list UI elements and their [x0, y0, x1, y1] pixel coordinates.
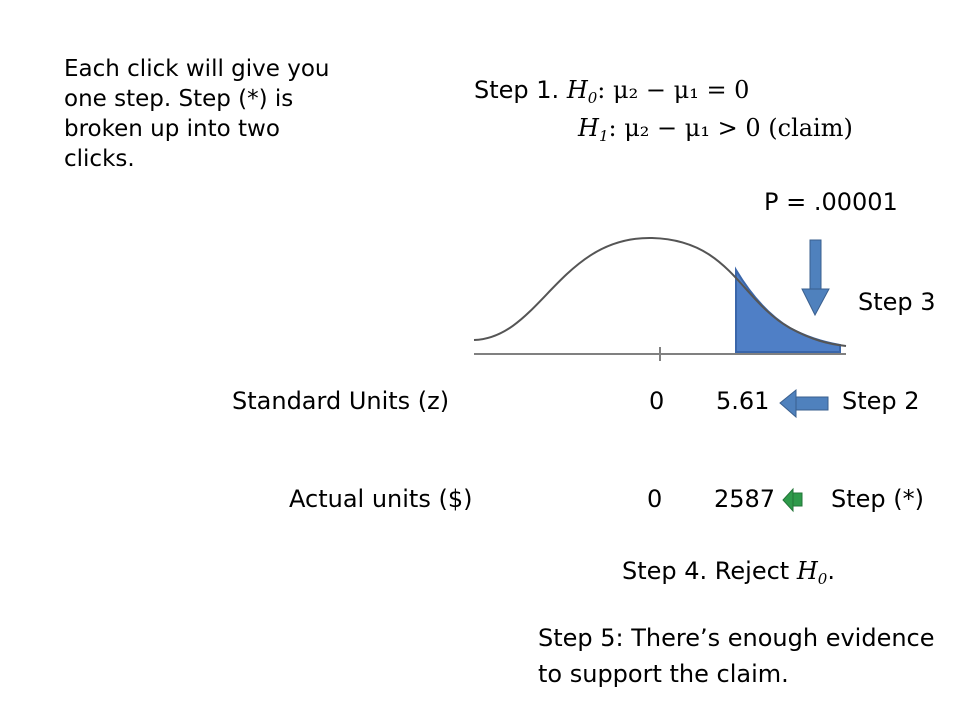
- p-value: P = .00001: [764, 188, 898, 216]
- z-value: 5.61: [716, 387, 770, 415]
- standard-units-label: Standard Units (z): [232, 387, 450, 415]
- step-star-label: Step (*): [831, 485, 924, 513]
- step3-label: Step 3: [858, 288, 936, 316]
- step2-label: Step 2: [842, 387, 920, 415]
- z-zero: 0: [649, 387, 665, 415]
- left-arrow-icon: [779, 388, 829, 419]
- down-arrow-icon: [801, 239, 830, 317]
- step5-conclusion: Step 5: There’s enough evidence to suppo…: [538, 624, 935, 688]
- step4-line: Step 4. Reject H0.: [622, 557, 835, 588]
- green-left-arrow-icon: [782, 487, 803, 513]
- step1-label: Step 1.: [474, 76, 567, 104]
- actual-units-label: Actual units ($): [289, 485, 473, 513]
- normal-curve: [473, 236, 847, 347]
- h1-line: H1: μ₂ − μ₁ > 0 (claim): [578, 114, 853, 145]
- step4-h0-symbol: H0: [796, 557, 828, 588]
- instruction-note: Each click will give you one step. Step …: [64, 56, 330, 172]
- shaded-tail-region: [735, 266, 841, 353]
- h0-symbol: H0: μ₂ − μ₁ = 0: [566, 76, 750, 107]
- actual-value: 2587: [714, 485, 776, 513]
- step1-h0-line: Step 1. H0: μ₂ − μ₁ = 0: [474, 75, 749, 113]
- actual-zero: 0: [647, 485, 663, 513]
